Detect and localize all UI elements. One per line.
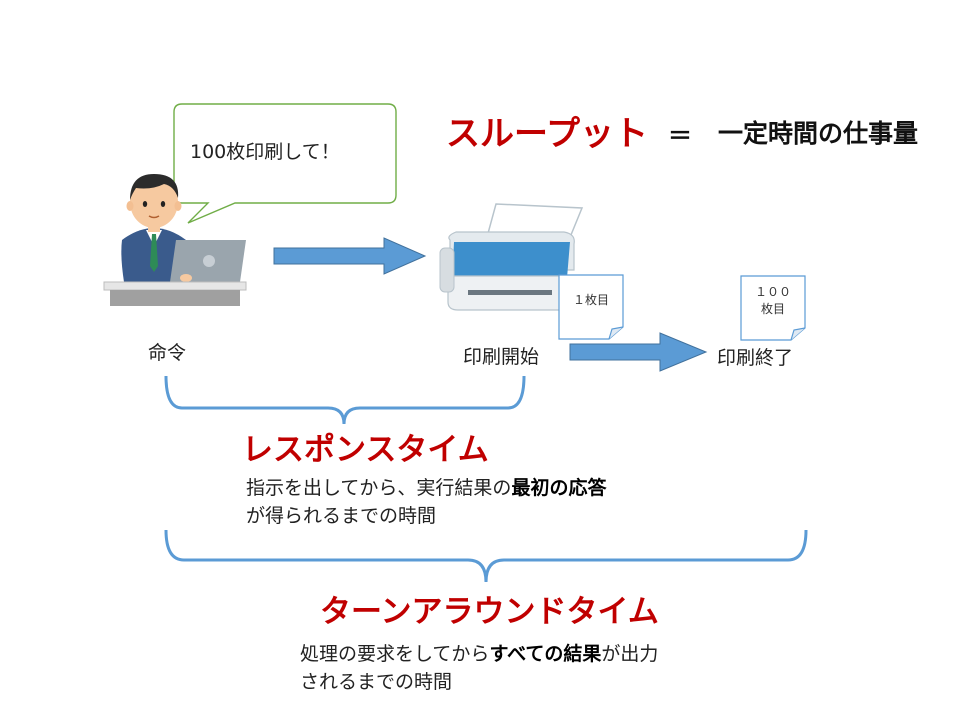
turnaround-time-description: 処理の要求をしてからすべての結果が出力 されるまでの時間 xyxy=(300,640,658,696)
throughput-definition: 一定時間の仕事量 xyxy=(718,119,919,148)
print-end-label: 印刷終了 xyxy=(717,347,794,369)
office-worker-icon xyxy=(103,174,247,306)
equals-sign: ＝ xyxy=(668,122,692,150)
speech-bubble xyxy=(173,103,397,224)
turnaround-time-bracket xyxy=(164,529,808,583)
response-time-description: 指示を出してから、実行結果の最初の応答 が得られるまでの時間 xyxy=(246,474,606,530)
last-page-note-line1: １００ xyxy=(754,285,791,299)
response-time-title: レスポンスタイム xyxy=(242,432,489,468)
last-page-note-line2: 枚目 xyxy=(760,302,785,316)
speech-text: 100枚印刷して！ xyxy=(190,141,340,163)
paper-note-icon xyxy=(558,274,624,340)
response-desc-line2: が得られるまでの時間 xyxy=(246,505,437,527)
command-arrow xyxy=(273,237,427,275)
print-start-label: 印刷開始 xyxy=(463,346,540,368)
response-desc-bold: 最初の応答 xyxy=(511,477,607,499)
printing-arrow xyxy=(569,332,708,372)
printer-icon xyxy=(439,203,584,311)
turnaround-time-title: ターンアラウンドタイム xyxy=(320,594,659,630)
turnaround-desc-bold: すべての結果 xyxy=(489,643,602,665)
command-label: 命令 xyxy=(148,342,187,364)
turnaround-desc-suffix: が出力 xyxy=(601,643,659,665)
throughput-term: スループット xyxy=(446,114,648,154)
response-desc-prefix: 指示を出してから、実行結果の xyxy=(246,477,512,499)
laptop-icon xyxy=(170,240,246,282)
turnaround-desc-prefix: 処理の要求をしてから xyxy=(300,643,490,665)
response-time-bracket xyxy=(164,375,526,425)
first-page-note-text: １枚目 xyxy=(572,293,609,307)
paper-note-icon xyxy=(740,275,806,341)
turnaround-desc-line2: されるまでの時間 xyxy=(300,671,453,693)
